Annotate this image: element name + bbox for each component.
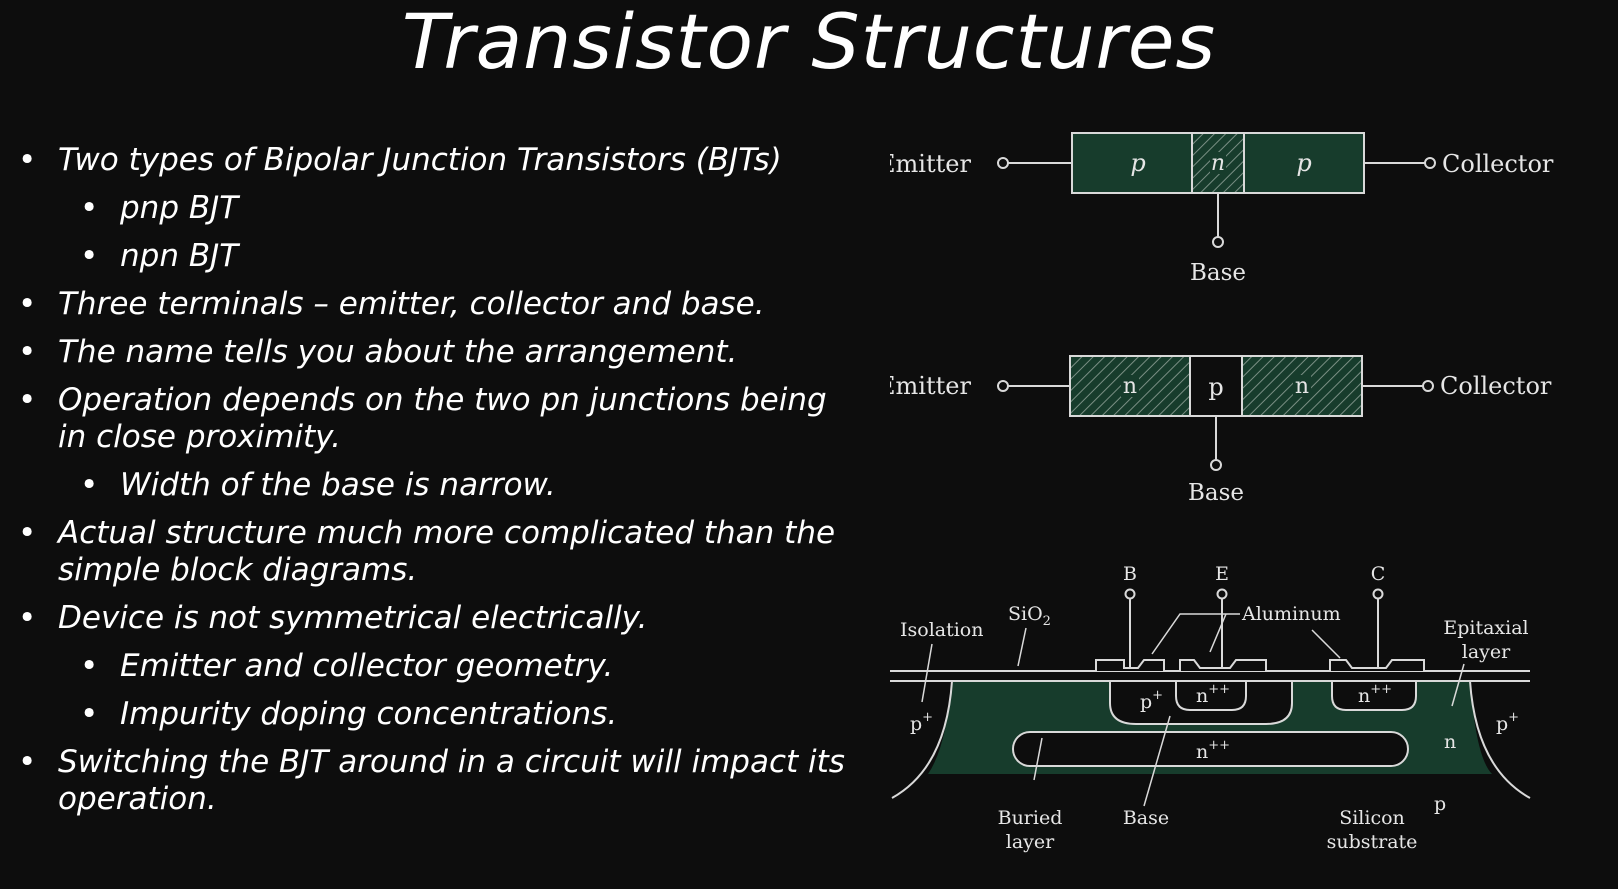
collector-n-plus-label: n++	[1358, 682, 1392, 707]
isolation-label: Isolation	[900, 619, 984, 641]
bullet-item: Switching the BJT around in a circuit wi…	[18, 744, 858, 818]
pnp-emitter-label: Emitter	[890, 150, 971, 178]
epitaxial-label-2: layer	[1462, 641, 1511, 663]
terminal-e-label: E	[1215, 563, 1229, 585]
terminal-circle	[1422, 380, 1434, 392]
emitter-n-plus-label: n++	[1196, 682, 1230, 707]
slide-title: Transistor Structures	[401, 0, 1217, 86]
buried-label-1: Buried	[998, 807, 1063, 829]
bullet-item: pnp BJT	[18, 190, 858, 227]
pnp-collector-label: Collector	[1442, 150, 1554, 178]
bullet-item: The name tells you about the arrangement…	[18, 334, 858, 371]
terminal-c-label: C	[1371, 563, 1386, 585]
base-label: Base	[1123, 807, 1169, 829]
p-plus-left-label: p+	[910, 710, 933, 735]
substrate-p-label: p	[1434, 793, 1446, 815]
base-p-plus-label: p+	[1140, 688, 1163, 713]
npn-p-region	[1189, 355, 1243, 417]
pnp-region-label: p	[1130, 149, 1145, 177]
npn-emitter-label: Emitter	[890, 372, 971, 400]
bullet-item: Emitter and collector geometry.	[18, 648, 858, 685]
terminal-circle	[1210, 459, 1222, 471]
bullet-list: Two types of Bipolar Junction Transistor…	[18, 142, 858, 829]
bullet-item: Device is not symmetrical electrically.	[18, 600, 858, 637]
pnp-region-label: p	[1296, 149, 1311, 177]
bullet-item: Two types of Bipolar Junction Transistor…	[18, 142, 858, 179]
diagram-svg: Emitter p n p Collector Base Emitter n p…	[890, 132, 1554, 853]
epitaxial-label-1: Epitaxial	[1443, 617, 1528, 639]
pnp-base-label: Base	[1190, 260, 1246, 286]
bullet-item: Actual structure much more complicated t…	[18, 515, 858, 589]
silicon-label-2: substrate	[1327, 831, 1418, 853]
bullet-item: npn BJT	[18, 238, 858, 275]
aluminum-label: Aluminum	[1241, 603, 1341, 625]
pnp-region-label: n	[1211, 151, 1225, 176]
npn-collector-label: Collector	[1440, 372, 1552, 400]
terminal-circle	[1424, 157, 1436, 169]
bullet-item: Operation depends on the two pn junction…	[18, 382, 858, 456]
bullet-item: Impurity doping concentrations.	[18, 696, 858, 733]
terminal-circle	[1212, 236, 1224, 248]
npn-region-label: n	[1123, 374, 1137, 399]
p-plus-right-label: p+	[1496, 710, 1519, 735]
buried-label-2: layer	[1006, 831, 1055, 853]
silicon-label-1: Silicon	[1339, 807, 1405, 829]
transistor-diagrams: Emitter p n p Collector Base Emitter n p…	[890, 118, 1590, 878]
terminal-circle	[997, 157, 1009, 169]
pnp-p-region-right	[1243, 132, 1365, 194]
terminal-circle	[997, 380, 1009, 392]
terminal-b-label: B	[1123, 563, 1137, 585]
buried-n-plus-label: n++	[1196, 738, 1230, 763]
sio2-label: SiO2	[1008, 603, 1051, 629]
pnp-diagram: Emitter p n p Collector Base	[890, 132, 1554, 286]
npn-region-label: n	[1295, 374, 1309, 399]
bullet-item: Three terminals – emitter, collector and…	[18, 286, 858, 323]
bullet-item: Width of the base is narrow.	[18, 467, 858, 504]
npn-region-label: p	[1208, 373, 1223, 401]
npn-base-label: Base	[1188, 480, 1244, 506]
npn-diagram: Emitter n p n Collector Base	[890, 355, 1552, 506]
bjt-cross-section: B E C Aluminum Isolation SiO2 Epitaxial …	[890, 563, 1531, 853]
epi-n-label: n	[1444, 731, 1456, 753]
